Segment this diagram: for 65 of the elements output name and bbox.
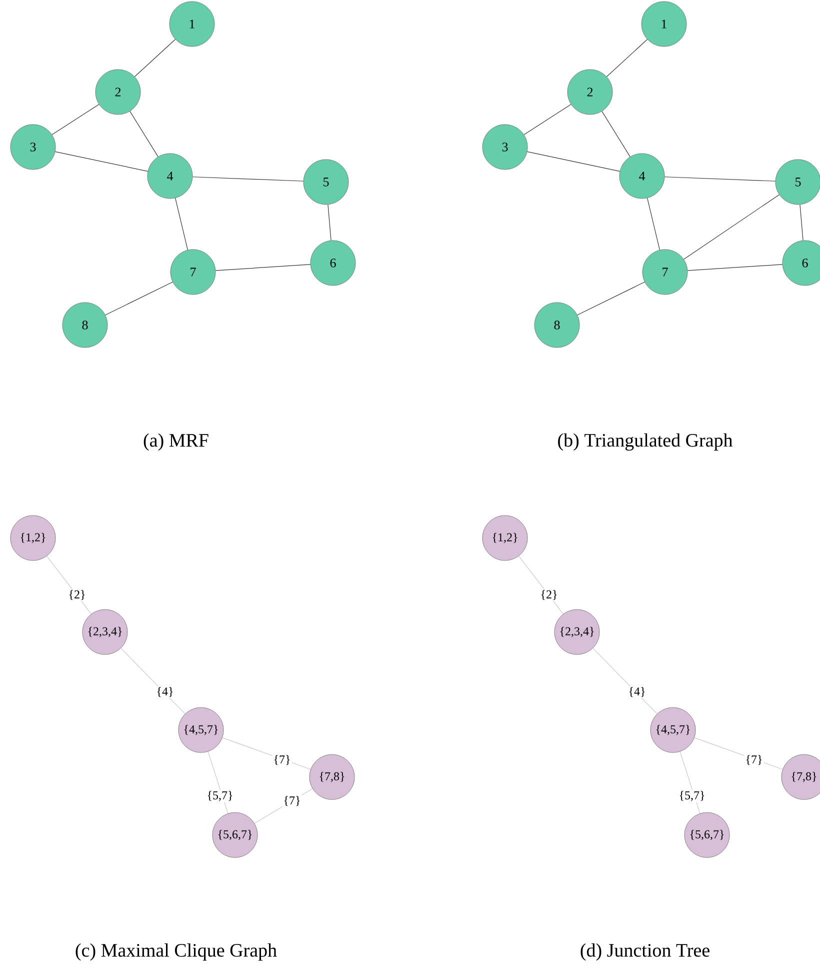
edge-line: [46, 556, 92, 614]
graph-node: 6: [310, 240, 356, 286]
graph-node: {5,6,7}: [684, 812, 730, 858]
edge-line: [54, 151, 148, 172]
edge-label: {2}: [67, 589, 87, 601]
graph-node: 8: [534, 302, 580, 348]
graph-node: 5: [303, 159, 349, 205]
graph-node: 7: [642, 249, 688, 295]
edge-line: [254, 788, 313, 824]
edge-label: {2}: [539, 589, 559, 601]
edge-line: [687, 264, 783, 271]
edge-label: {7}: [282, 795, 302, 807]
graph-node: 8: [62, 302, 108, 348]
graph-node: {2,3,4}: [554, 609, 600, 655]
edge-line: [524, 104, 572, 135]
edge-line: [192, 176, 304, 182]
graph-node: {4,5,7}: [650, 707, 696, 753]
graph-node: 5: [775, 159, 820, 205]
edge-line: [120, 648, 186, 714]
edge-line: [105, 282, 173, 316]
edge-label: {5,7}: [206, 790, 234, 802]
edge-label: {7}: [272, 754, 292, 766]
caption: (a) MRF: [144, 433, 208, 451]
edge-line: [602, 111, 630, 157]
graph-node: 2: [567, 69, 613, 115]
edge-line: [174, 198, 188, 250]
edge-line: [518, 556, 564, 614]
edge-line: [664, 176, 776, 182]
edge-line: [328, 204, 332, 241]
graph-node: {2,3,4}: [82, 609, 128, 655]
graph-node: 3: [10, 124, 56, 170]
graph-node: 1: [641, 1, 687, 47]
graph-node: {1,2}: [10, 515, 56, 561]
graph-node: {1,2}: [482, 515, 528, 561]
edge-line: [606, 39, 648, 77]
edge-line: [577, 282, 645, 316]
edge-line: [592, 648, 658, 714]
edge-line: [222, 737, 311, 770]
graph-node: {7,8}: [309, 754, 355, 800]
edge-line: [526, 151, 620, 172]
edge-label: {5,7}: [678, 790, 706, 802]
graph-node: 2: [95, 69, 141, 115]
edge-line: [52, 104, 100, 135]
edge-line: [130, 111, 158, 157]
edge-line: [215, 264, 311, 271]
edge-label: {4}: [155, 686, 175, 698]
graph-node: 4: [147, 153, 193, 199]
edge-label: {7}: [744, 754, 764, 766]
graph-node: {5,6,7}: [212, 812, 258, 858]
edge-line: [647, 198, 660, 250]
edge-label: {4}: [627, 686, 647, 698]
graph-node: 7: [170, 249, 216, 295]
caption: (d) Junction Tree: [580, 943, 710, 961]
graph-node: 6: [782, 240, 820, 286]
caption: (b) Triangulated Graph: [558, 433, 733, 451]
edge-line: [800, 204, 804, 241]
graph-node: {7,8}: [781, 754, 820, 800]
edge-line: [684, 194, 780, 260]
graph-node: 1: [169, 1, 215, 47]
graph-node: 3: [482, 124, 528, 170]
edge-line: [694, 737, 783, 770]
graph-node: 4: [619, 153, 665, 199]
caption: (c) Maximal Clique Graph: [76, 943, 277, 961]
edge-line: [134, 39, 176, 77]
graph-node: {4,5,7}: [178, 707, 224, 753]
